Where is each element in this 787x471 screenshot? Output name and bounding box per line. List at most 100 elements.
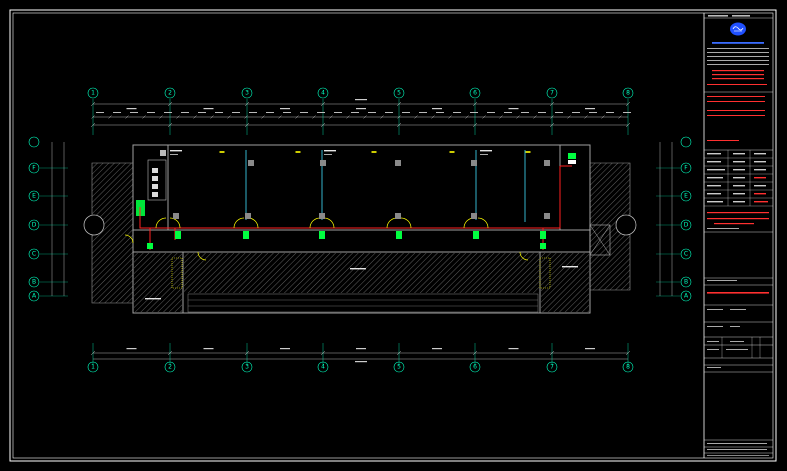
- dimension-tick: [465, 115, 469, 119]
- bottom-dimension-chain: [93, 352, 628, 360]
- grid-bubble: [164, 361, 176, 373]
- dimension-tick: [210, 115, 214, 119]
- grid-bubble: [680, 276, 692, 288]
- grid-bubble: [87, 87, 99, 99]
- grid-label-row: E: [32, 193, 36, 200]
- grid-bubble: [28, 248, 40, 260]
- ceiling-lights: [173, 151, 550, 219]
- dimension-tick: [244, 350, 250, 356]
- power-cable-run: [139, 165, 572, 250]
- distribution-box: [319, 231, 325, 239]
- door-swing: [386, 217, 398, 229]
- distribution-box: [147, 243, 153, 249]
- distribution-box: [396, 231, 402, 239]
- dimension-text-mark: [181, 112, 189, 113]
- door-swing: [400, 217, 412, 229]
- dimension-tick: [244, 101, 250, 107]
- dimension-tick: [431, 115, 435, 119]
- dimension-text-mark: [280, 348, 290, 350]
- dimension-tick: [108, 115, 112, 119]
- grid-bubble: [393, 87, 405, 99]
- dimension-tick: [125, 115, 129, 119]
- dimension-tick: [567, 115, 571, 119]
- grid-bubble: [680, 190, 692, 202]
- dimension-tick: [625, 350, 631, 356]
- dimension-tick: [397, 115, 401, 119]
- grid-bubble: [317, 87, 329, 99]
- grid-label-row: A: [32, 293, 37, 300]
- room-partitions: [245, 150, 526, 222]
- ceiling-light: [173, 213, 179, 219]
- dimension-tick: [159, 115, 163, 119]
- dimension-text-mark: [402, 112, 410, 113]
- ceiling-light: [395, 160, 401, 166]
- door-swing: [197, 251, 207, 261]
- dimension-tick: [414, 115, 418, 119]
- drawing-frame-outer: [9, 9, 777, 462]
- dimension-text-mark: [521, 112, 529, 113]
- lower-hatched-rooms: [134, 253, 589, 313]
- dimension-tick: [396, 350, 402, 356]
- dimension-text-mark: [356, 108, 366, 110]
- dimension-text-mark: [283, 112, 291, 113]
- grid-label-row: D: [684, 222, 689, 229]
- grid-label-row: B: [684, 279, 688, 286]
- dimension-text-mark: [572, 112, 580, 113]
- grid-label-col: 7: [550, 90, 554, 97]
- top-dimension-chain: [93, 103, 628, 126]
- grid-label-row: C: [32, 251, 36, 258]
- dimension-text-mark: [351, 112, 359, 113]
- dimension-tick: [142, 115, 146, 119]
- dimension-text-mark: [368, 112, 376, 113]
- distribution-box: [243, 231, 249, 239]
- door-swing: [323, 217, 335, 229]
- right-stair-block: [589, 224, 611, 256]
- dimension-text-mark: [203, 348, 214, 350]
- dimension-text-mark: [266, 112, 274, 113]
- grid-bubble: [164, 87, 176, 99]
- dimension-tick: [312, 115, 316, 119]
- grid-label-col: 1: [91, 364, 95, 371]
- dimension-tick: [550, 115, 554, 119]
- dimension-text-mark: [623, 112, 631, 113]
- dimension-text-mark: [504, 112, 512, 113]
- dimension-tick: [167, 101, 173, 107]
- grid-bubble: [28, 276, 40, 288]
- grid-bubble: [680, 136, 692, 148]
- window-marker: [295, 151, 301, 153]
- grid-bubble: [622, 87, 634, 99]
- dimension-tick: [91, 115, 95, 119]
- grid-bubble: [546, 87, 558, 99]
- grid-bubble: [28, 136, 40, 148]
- grid-label-row: A: [684, 293, 689, 300]
- grid-label-col: 8: [626, 364, 630, 371]
- building-walls: [132, 144, 591, 314]
- dimension-tick: [380, 115, 384, 119]
- company-logo-icon: [730, 22, 746, 36]
- grid-label-col: 4: [321, 90, 325, 97]
- grid-label-row: F: [684, 165, 688, 172]
- dimension-tick: [90, 350, 96, 356]
- dimension-text-mark: [126, 108, 137, 110]
- grid-bubble: [28, 219, 40, 231]
- dimension-text-mark: [453, 112, 461, 113]
- dimension-tick: [346, 115, 350, 119]
- dimension-tick: [601, 115, 605, 119]
- dimension-text-mark: [334, 112, 342, 113]
- dimension-tick: [244, 122, 250, 128]
- grid-label-col: 6: [473, 90, 477, 97]
- dimension-tick: [618, 115, 622, 119]
- dimension-tick: [472, 101, 478, 107]
- dimension-text-mark: [130, 112, 138, 113]
- dimension-text-mark: [126, 348, 137, 350]
- dimension-tick: [244, 115, 248, 119]
- door-swing: [233, 217, 245, 229]
- dimension-text-mark: [280, 108, 290, 110]
- door-swing: [463, 217, 475, 229]
- dimension-tick: [549, 101, 555, 107]
- dimension-tick: [396, 101, 402, 107]
- dimension-text-mark: [589, 112, 597, 113]
- grid-bubble: [28, 190, 40, 202]
